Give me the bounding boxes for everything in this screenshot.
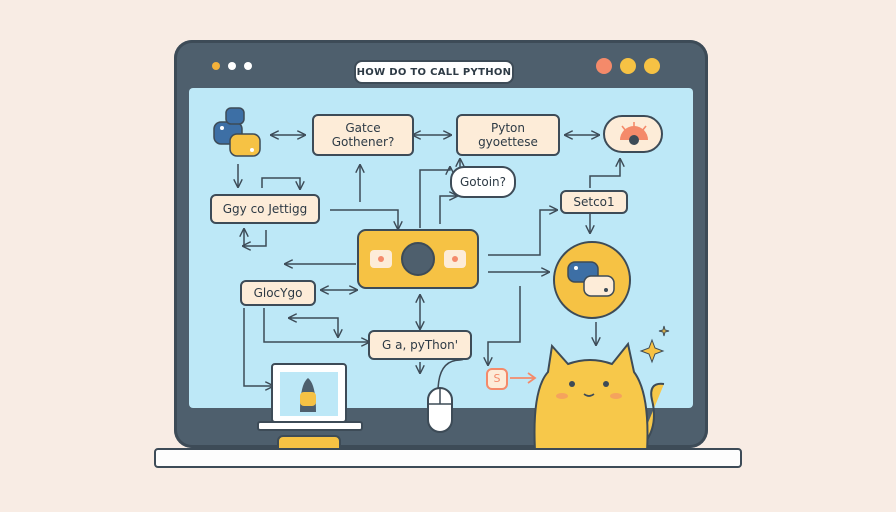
window-dot <box>228 62 236 70</box>
window-dot <box>596 58 612 74</box>
monitor-stand-base <box>154 448 742 468</box>
mouse-icon <box>427 339 471 433</box>
diagram-title: HOW DO TO CALL PYTHON <box>354 60 514 84</box>
window-dot <box>212 62 220 70</box>
node-gjetigg: Ggy co Jettigg <box>210 194 320 224</box>
window-dot <box>620 58 636 74</box>
center-node-icon <box>357 229 479 289</box>
node-setcol: Setco1 <box>560 190 628 214</box>
window-dot <box>644 58 660 74</box>
node-gapython: G a, pyThon' <box>368 330 472 360</box>
python-badge-icon <box>553 241 631 319</box>
node-pyton: Pyton gyoettese <box>456 114 560 156</box>
window-dot <box>244 62 252 70</box>
node-s-tag: S <box>486 368 508 390</box>
node-glocygo: GlocYgo <box>240 280 316 306</box>
sparkle-icon <box>639 325 670 364</box>
node-gatce: Gatce Gothener? <box>312 114 414 156</box>
python-logo-icon <box>213 107 261 157</box>
cat-mascot-icon <box>533 341 665 467</box>
node-gotoin: Gotoin? <box>450 166 516 198</box>
sun-icon <box>603 115 663 153</box>
